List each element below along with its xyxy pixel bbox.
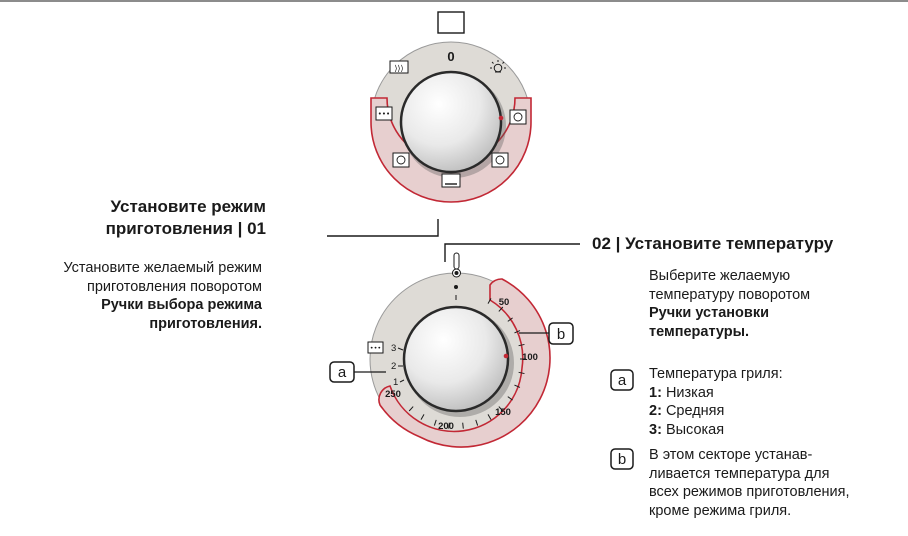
step2-title: 02 | Установите температуру [592,234,834,253]
temp-tick [420,414,425,420]
fan-grill-icon [491,152,509,168]
temp-ticks [408,298,526,429]
svg-text:a: a [618,372,627,389]
step2-description: Выберите желаемую температуру поворотом … [649,268,811,340]
svg-text:a: a [338,364,347,381]
grill-level-1: 1 [393,377,398,388]
note-a-title: Температура гриля: [649,366,783,382]
temp-tick [408,406,414,412]
temp-tick [487,414,492,420]
step1-description: Установите желаемый режим приготовления … [63,260,262,332]
temp-knob [402,305,510,413]
mode-selector-knob: 0 ⟩⟩⟩ ••• [370,11,532,203]
step1-title: Установите режим приготовления | 01 [40,196,266,240]
mode-zero-label: 0 [447,49,454,64]
temp-tick [475,419,479,426]
svg-text:•••: ••• [378,110,390,118]
temp-tick [462,422,464,429]
temp-tick [498,306,504,312]
temp-label-250: 250 [385,389,401,400]
step1-title-line1: Установите режим [110,197,267,216]
grill-level-icon: ••• [367,341,384,354]
off-mode-icon [437,11,465,34]
callout-b-diagram: b [519,322,574,345]
grill-level-2: 2 [391,361,396,372]
grill-radiant-icon: ⟩⟩⟩ [389,60,409,74]
callout-a-diagram: a [329,361,386,383]
temp-red-sector [378,278,551,448]
grill-level-3: 3 [391,343,396,354]
top-heat-icon: ••• [375,106,393,121]
temp-indicator-dot [503,353,509,359]
bottom-heat-icon [441,173,461,188]
svg-text:•••: ••• [370,344,382,352]
legend-badge-a: a [610,369,634,391]
temp-tick [514,384,521,388]
temp-tick [498,406,504,412]
temp-tick [518,343,525,347]
temp-tick [507,317,513,322]
lamp-icon [490,60,506,73]
step2-connector [444,243,580,262]
mode-indicator-dot [498,115,504,121]
thermometer-icon [452,252,461,278]
svg-text:b: b [557,326,565,343]
temp-tick [448,422,450,429]
temp-tick [507,396,513,401]
temp-tick [518,371,525,375]
temp-tick [487,298,492,304]
temp-label-50: 50 [499,297,510,308]
fan-oven-icon-left [392,152,410,168]
note-a-item-1: 1: Низкая [649,384,714,401]
step1-title-line2: приготовления | 01 [105,219,266,238]
temp-label-100: 100 [522,352,538,363]
temp-tick [514,330,521,334]
svg-text:⟩⟩⟩: ⟩⟩⟩ [394,64,403,73]
step1-connector [327,219,439,237]
temp-label-200: 200 [438,421,454,432]
temp-off-dot [454,285,458,289]
temperature-knob: ••• 3 2 1 50 100 150 200 250 [367,252,551,448]
mode-knob [399,70,503,174]
temp-tick [433,419,437,426]
temp-label-150: 150 [495,407,511,418]
fan-oven-icon-right [509,109,527,125]
legend-badge-b: b [610,448,634,470]
note-a-item-3: 3: Высокая [649,421,725,438]
svg-text:b: b [618,451,626,468]
note-a: Температура гриля: 1: Низкая 2: Средняя … [649,365,899,439]
note-a-item-2: 2: Средняя [649,403,725,419]
note-b: В этом секторе устанав- ливается темпера… [649,447,850,519]
